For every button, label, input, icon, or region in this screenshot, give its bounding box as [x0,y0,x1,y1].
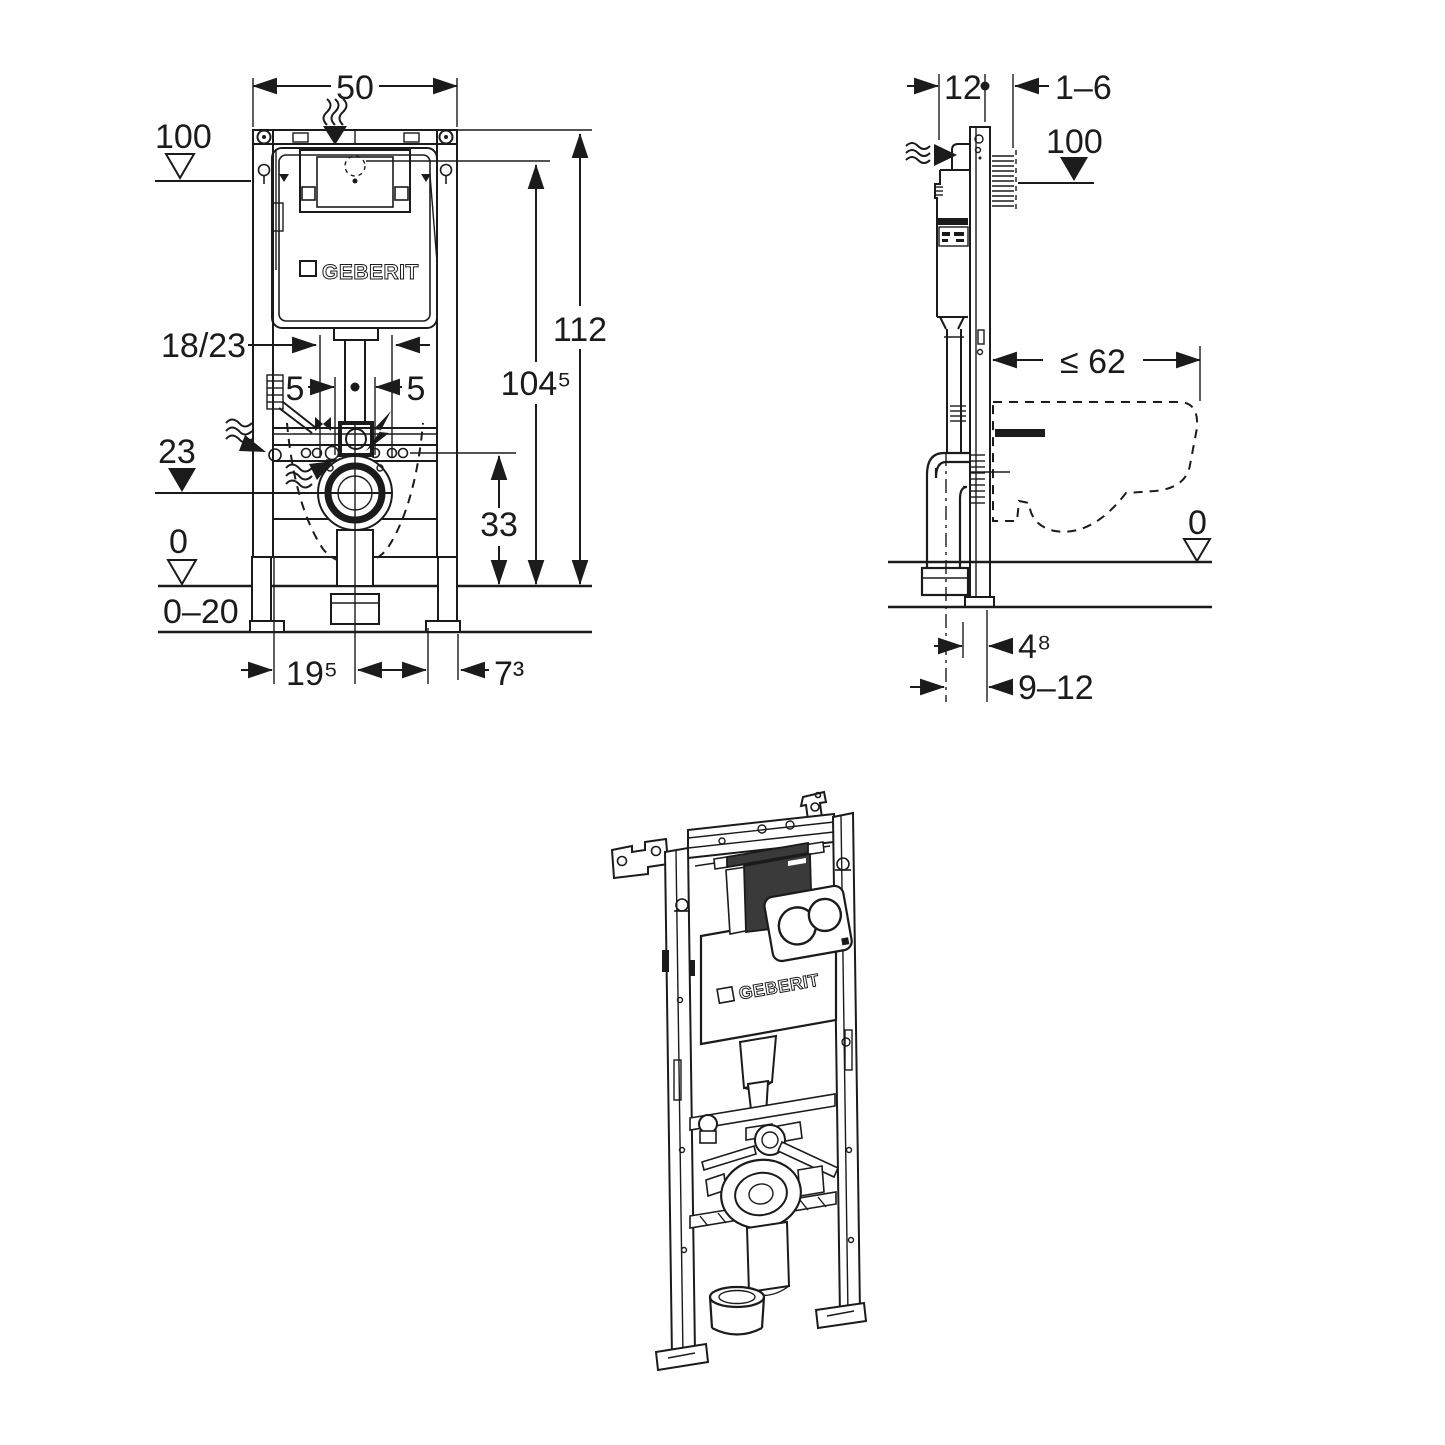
wall-bracket-left [610,837,670,880]
dim-floor-0-20: 0–20 [163,593,239,631]
dim-level-100-side: 100 [1046,123,1103,161]
dim-height-104-5: 104⁵ [501,365,572,403]
side-dimensions: 12 1–6 100 ≤ 62 0 4⁸ 9–12 [907,69,1212,707]
water-inlet-icon-left [225,418,266,452]
frame-legs [249,556,461,633]
outlet-collar-3d [708,1285,766,1336]
drain-elbow-side [925,451,1010,569]
product-view: GEBERIT [610,790,868,1372]
geberit-logo-square-product [716,985,736,1005]
top-fixing-screws [256,129,454,184]
water-inlet-icon-top [322,98,348,145]
fixing-rod [995,429,1045,437]
frame-feet-3d [654,1301,868,1372]
dim-level-0-side: 0 [1188,504,1207,542]
dim-finish-1-6: 1–6 [1055,69,1112,107]
geberit-logo-square [299,260,317,277]
dim-offset-5-right: 5 [407,370,426,408]
actuation-reference-circle [344,155,366,177]
wall-finish-hatch [992,150,1017,212]
dim-offset-9-12: 9–12 [1018,669,1094,707]
dim-height-33: 33 [480,506,518,544]
dim-supply-18-23: 18/23 [161,327,246,365]
supply-connection-3d [698,1114,718,1144]
drain-pipe-3d [745,1220,791,1297]
level-filled-triangle-23 [168,468,196,492]
level-filled-triangle-100 [1060,157,1088,181]
geberit-logo-front: GEBERIT [299,260,419,285]
dim-level-23: 23 [158,433,196,471]
actuator-plate [763,884,853,963]
drain-bend-3d [705,1158,825,1230]
cistern-profile [934,143,971,452]
wc-pan-outline-side [992,401,1199,533]
dim-level-100-front: 100 [155,118,212,156]
level-open-triangle-0-front [166,559,198,586]
half-flush-button [807,897,843,933]
dim-depth-12: 12 [944,69,982,107]
dim-offset-5-left: 5 [286,370,305,408]
outlet-collar-side [920,566,970,597]
dim-width-50: 50 [336,69,374,107]
level-open-triangle-100 [164,153,196,180]
connection-fitting-3d [701,1121,840,1179]
dim-bottom-7-3: 7³ [494,655,524,693]
pipe-clamp-right [835,857,851,871]
concealed-cistern [271,147,438,329]
pipe-clamp-left [674,898,690,912]
flush-activation-bolt-icon [366,411,391,451]
dim-offset-4-8: 4⁸ [1018,628,1051,666]
frame-rail-side [964,126,995,608]
dim-level-0-front: 0 [169,523,188,561]
dim-height-112: 112 [553,311,607,349]
water-inlet-icon-inner [285,461,333,489]
dim-bottom-19-5: 19⁵ [286,655,338,693]
front-view: GEBERIT [155,69,607,693]
level-open-triangle-0-side [1182,538,1212,563]
side-view: 12 1–6 100 ≤ 62 0 4⁸ 9–12 [888,69,1212,707]
mid-crossbar-3d [689,1093,836,1131]
geberit-logo-text-front: GEBERIT [322,261,419,284]
front-dimensions: 50 100 112 104⁵ 33 18/23 [155,69,607,693]
water-inlet-icon-side [905,142,957,166]
flush-pipe [333,327,379,457]
dim-projection-62: ≤ 62 [1060,343,1126,381]
